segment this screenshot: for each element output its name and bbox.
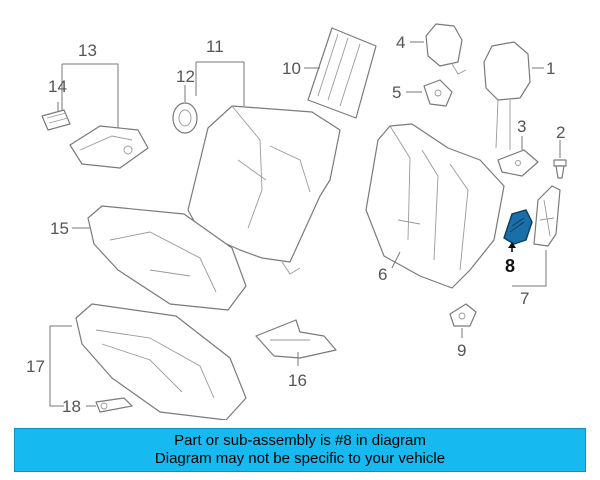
callout-13: 13 xyxy=(78,41,97,60)
part-18-hook[interactable] xyxy=(95,397,133,413)
callout-6: 6 xyxy=(378,265,387,284)
callout-1: 1 xyxy=(546,59,555,78)
callout-7: 7 xyxy=(520,289,529,308)
info-banner: Part or sub-assembly is #8 in diagram Di… xyxy=(14,428,586,472)
callout-9: 9 xyxy=(457,341,466,360)
callout-12: 12 xyxy=(176,67,195,86)
callout-2: 2 xyxy=(556,123,565,142)
part-1-headrest[interactable] xyxy=(483,41,531,150)
part-4-headrest[interactable] xyxy=(425,23,467,75)
callout-8: 8 xyxy=(505,256,515,276)
part-3-plate[interactable] xyxy=(497,149,539,177)
callout-16: 16 xyxy=(288,371,307,390)
part-7-side-panel[interactable] xyxy=(533,185,561,247)
part-10-board[interactable] xyxy=(307,27,377,119)
callout-17: 17 xyxy=(26,357,45,376)
callout-11: 11 xyxy=(206,37,224,56)
callout-18: 18 xyxy=(62,397,81,416)
part-16-mat[interactable] xyxy=(255,319,337,359)
part-11-seat-back[interactable] xyxy=(187,105,341,275)
banner-line-2: Diagram may not be specific to your vehi… xyxy=(154,450,446,467)
callout-14: 14 xyxy=(48,77,67,96)
callout-4: 4 xyxy=(396,33,405,52)
banner-line-1: Part or sub-assembly is #8 in diagram xyxy=(174,432,426,449)
callout-5: 5 xyxy=(392,83,401,102)
part-12-pad[interactable] xyxy=(172,102,198,134)
part-5-latch[interactable] xyxy=(423,79,453,107)
part-14-clip[interactable] xyxy=(41,109,71,131)
parts-diagram: 1 2 3 4 5 6 7 8 9 10 11 12 13 14 15 16 1… xyxy=(26,23,567,420)
part-15-cushion-pad[interactable] xyxy=(87,205,247,311)
callout-3: 3 xyxy=(517,117,526,136)
callout-10: 10 xyxy=(282,59,301,78)
part-8-highlighted[interactable] xyxy=(503,209,533,252)
part-13-bracket[interactable] xyxy=(69,125,149,169)
callout-15: 15 xyxy=(50,219,69,238)
part-9-bracket[interactable] xyxy=(449,303,477,327)
part-17-seat-cushion[interactable] xyxy=(75,303,247,420)
part-2-bolt[interactable] xyxy=(553,159,567,179)
part-6-seat-back[interactable] xyxy=(365,123,505,289)
